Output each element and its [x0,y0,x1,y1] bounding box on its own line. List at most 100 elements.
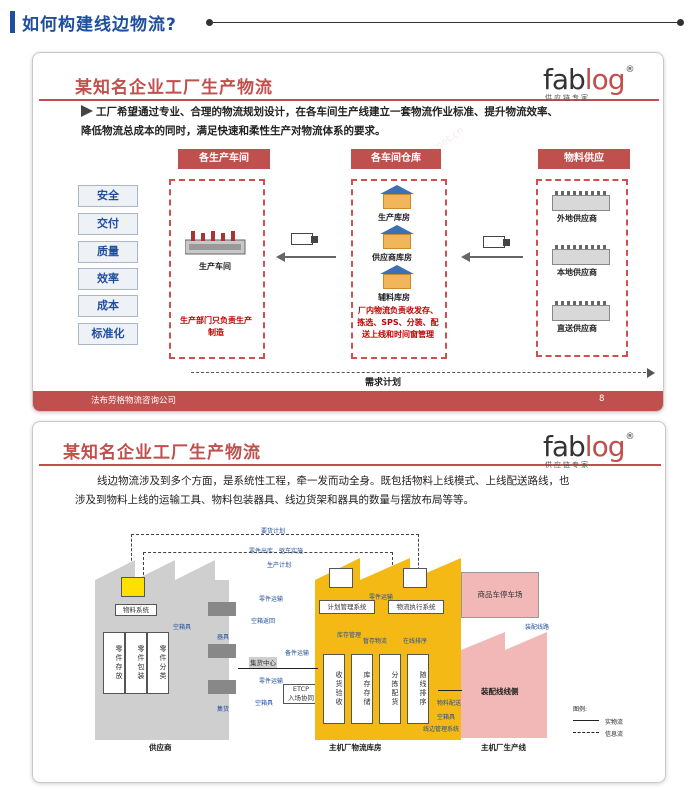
flow-tag: 线边管理系统 [423,726,460,733]
etcp-box: ETCP 入场协同 [283,684,319,704]
section-warehouses: 各车间仓库 [351,149,441,169]
warehouse-note: 厂内物流负责收发存、拣选、SPS、分装、配送上线和时间窗管理 [357,306,439,339]
flow-tag: 在线排序 [403,638,428,645]
warehouse-production: 生产库房 [378,213,410,222]
truck-icon [291,233,319,245]
flow-tag: 备件运输 [285,650,310,657]
flow-label-dispatch: 零件出库、驱车实施 [249,548,304,555]
legend-info: 信息流 [605,731,624,738]
article-title: 如何构建线边物流? [22,15,177,35]
flow-tag: 零件运输 [259,678,284,685]
demand-label: 需求计划 [365,378,402,388]
legend-title: 图例: [573,706,588,713]
shelf-icon [208,644,236,658]
computer-icon [329,568,353,588]
legend-solid-line [573,720,599,721]
section-workshops: 各生产车间 [178,149,270,169]
footer-company: 法布劳格物流咨询公司 [91,396,177,406]
flow-label-order-plan: 要货计划 [261,528,286,535]
slide-2-intro: 线边物流涉及到多个方面，是系统性工程，牵一发而动全身。既包括物料上线模式、上线配… [75,472,655,510]
workshop-label: 生产车间 [199,262,231,271]
header-divider [206,19,684,26]
header-accent-bar [10,11,15,33]
fablog-logo: fablog ® 供应链专家 [543,63,635,102]
slide-1-footer: 法布劳格物流咨询公司 8 [33,391,663,411]
slide-2[interactable]: fablog.net.cn 某知名企业工厂生产物流 fablog ® 供应链专家… [32,421,666,783]
section-supply: 物料供应 [538,149,630,169]
slide-1-intro: 工厂希望通过专业、合理的物流规划设计，在各车间生产线建立一套物流作业标准、提升物… [81,103,651,141]
slide-1-title-rule [39,99,659,101]
warehouse-icon [380,225,414,249]
factory-icon [185,231,246,255]
slide-2-title: 某知名企业工厂生产物流 [63,443,261,463]
arrow-right-icon [647,368,655,378]
flow-tag: 器具 [217,634,230,641]
supplier-remote: 外地供应商 [557,214,597,223]
flow-tag: 装配线路 [525,624,550,631]
category-quality: 质量 [78,241,138,263]
flow-tag: 空箱具 [437,714,456,721]
supplier-system: 物料系统 [115,604,157,616]
intro-line-1: 工厂希望通过专业、合理的物流规划设计，在各车间生产线建立一套物流作业标准、提升物… [96,106,558,118]
legend-real: 实物流 [605,719,624,726]
supplier-col-pack: 零件包装 [125,632,147,694]
category-standardization: 标准化 [78,323,138,345]
material-flow-arrow [238,668,318,669]
page-number: 8 [599,394,605,404]
arrow-to-workshop [276,252,336,262]
flow-tag: 集货 [217,706,230,713]
truck-icon [483,236,511,248]
warehouse-label: 主机厂物流库房 [329,743,382,752]
warehouse-supplier: 供应商库房 [372,253,412,262]
category-efficiency: 效率 [78,268,138,290]
warehouse-auxiliary: 辅料库房 [378,293,410,302]
exec-system: 物流执行系统 [388,600,444,614]
warehouse-icon [380,265,414,289]
slide-1[interactable]: fablog.net.cn 某知名企业工厂生产物流 fablog ® 供应链专家… [32,52,664,412]
hub-box: 集货中心 [249,657,277,669]
supplier-local: 本地供应商 [557,268,597,277]
flow-tag: 空箱具 [173,624,192,631]
material-flow-arrow [438,690,462,691]
supplier-col-store: 零件存放 [103,632,125,694]
supplier-building-icon [552,191,610,211]
flow-tag: 库存管理 [337,632,362,639]
assembly-building [461,632,547,738]
warehouse-icon [380,185,414,209]
parking-lot: 商品车停车场 [461,572,539,618]
fablog-logo: fablog ® 供应链专家 [543,430,635,469]
legend-dashed-line [573,732,599,733]
play-triangle-icon [81,105,93,117]
flow-tag: 零件运输 [259,596,284,603]
supplier-building-icon [552,245,610,265]
info-flow-line [131,534,419,575]
flow-label-production-plan: 生产计划 [267,562,292,569]
warehouse-box [351,179,447,359]
warehouse-col-pick: 分拣配货 [379,654,401,724]
supply-box [536,179,628,357]
intro-line-2: 降低物流总成本的同时，满足快速和柔性生产对物流体系的要求。 [81,125,386,137]
workshop-box [169,179,265,359]
warehouse-col-receive: 收货验收 [323,654,345,724]
flow-tag: 零件运输 [369,594,394,601]
workshop-note: 生产部门只负责生产制造 [180,316,252,337]
assembly-line: 装配线线侧 [481,687,519,696]
slide-1-title: 某知名企业工厂生产物流 [75,78,273,98]
supplier-col-sort: 零件分类 [147,632,169,694]
supplier-building-icon [552,301,610,321]
intro-line-1: 线边物流涉及到多个方面，是系统性工程，牵一发而动全身。既包括物料上线模式、上线配… [97,475,570,487]
category-safety: 安全 [78,185,138,207]
plan-system: 计划管理系统 [319,600,375,614]
flow-tag: 物料配送 [437,700,462,707]
slide-2-title-rule [39,464,661,466]
flow-tag: 暂存物流 [363,638,388,645]
supplier-direct: 直送供应商 [557,324,597,333]
shelf-icon [208,602,236,616]
intro-line-2: 涉及到物料上线的运输工具、物料包装器具、线边货架和器具的数量与摆放布局等等。 [75,494,474,506]
computer-icon [121,577,145,597]
warehouse-col-store: 库存存储 [351,654,373,724]
category-cost: 成本 [78,295,138,317]
flow-tag: 空箱具 [255,700,274,707]
category-delivery: 交付 [78,213,138,235]
line-label: 主机厂生产线 [481,743,526,752]
